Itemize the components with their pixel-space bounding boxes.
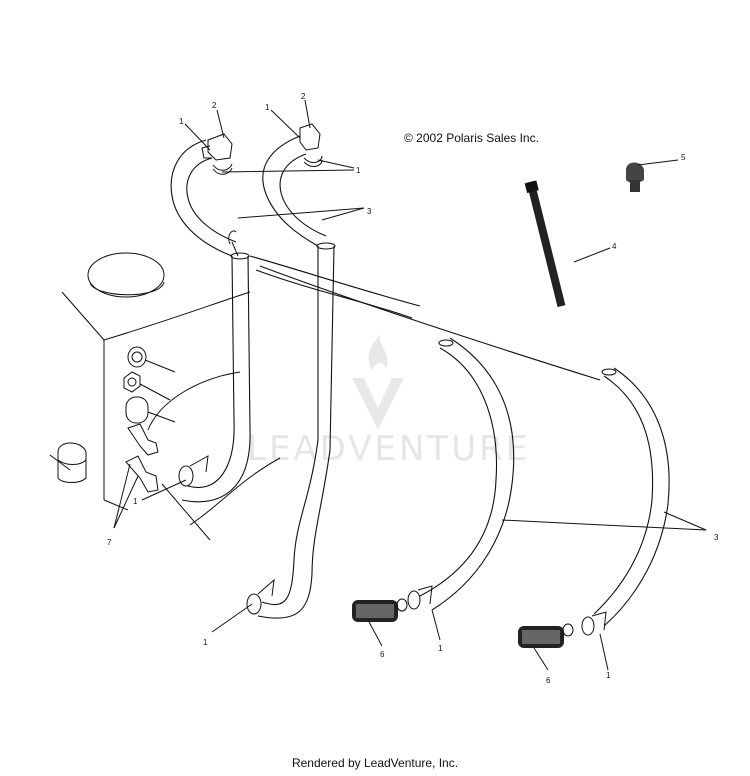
hose-crossing-upper [249,255,601,381]
callout-7: 7 [107,538,112,547]
callout-2: 2 [301,92,306,101]
clamp-lower-middle [246,578,275,615]
callout-labels: 1 2 1 2 1 3 5 4 3 7 1 1 6 1 6 1 [107,92,719,685]
copyright-notice: © 2002 Polaris Sales Inc. [404,131,539,145]
hose-left-upper [170,139,239,257]
callout-3: 3 [714,533,719,542]
tank-cap [57,442,87,483]
clamp-lower-left [178,455,209,487]
callout-3: 3 [367,207,372,216]
callout-4: 4 [612,242,617,251]
fitting-7-upper [127,423,159,456]
footer-credit: Rendered by LeadVenture, Inc. [291,756,459,770]
callout-1: 1 [179,117,184,126]
elbow-fitting-left [201,133,233,161]
tank-fitting-sleeve [125,396,176,424]
clamp-left-top [212,163,233,175]
tank-fitting-top [127,346,176,373]
callout-1: 1 [265,103,270,112]
hose-clip [626,162,644,192]
callout-1: 1 [133,497,138,506]
leader-lines [113,99,707,671]
callout-1: 1 [356,166,361,175]
callout-2: 2 [212,101,217,110]
hose-middle-vertical [257,242,336,619]
elbow-fitting-right [299,123,321,151]
hose-right-upper [262,135,327,247]
callout-1: 1 [606,671,611,680]
hose-right-middle [419,337,515,611]
callout-6: 6 [546,676,551,685]
oil-tank [49,252,281,541]
clamp-right-top [303,155,323,167]
callout-1: 1 [203,638,208,647]
cable-tie-strap [524,180,566,308]
hose-right-far [593,367,670,627]
clamp-filter-a [407,585,433,610]
callout-6: 6 [380,650,385,659]
leadventure-watermark: LEADVENTURE [247,334,530,469]
callout-5: 5 [681,153,686,162]
tank-fitting-nut [123,371,171,401]
callout-1: 1 [438,644,443,653]
clamp-filter-b [581,611,607,636]
fitting-7-lower [125,455,159,493]
inline-filter-a [352,598,408,622]
watermark-text: LEADVENTURE [247,429,530,469]
inline-filter-b [518,623,574,648]
hose-left-vertical [181,252,251,503]
